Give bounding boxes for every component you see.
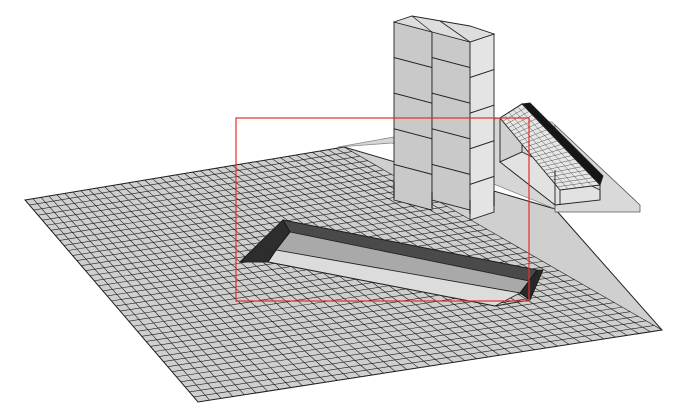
terrain-grid-line [327,149,639,334]
shed-roof-tile-line [554,177,593,184]
shed-roof-tile-line [546,166,583,174]
selection-box[interactable] [235,117,530,302]
shed-roof-tile-line [508,112,577,189]
shed-roof-tile-line [521,133,551,145]
terrain-grid-line [189,320,647,393]
shed-roof-tile-line [510,118,537,132]
frame-top-line [439,20,471,43]
shed-roof-tile-line [517,106,593,187]
terrain-grid-line [311,152,616,338]
terrain-grid-line [159,288,591,357]
terrain-grid-line [176,306,623,378]
shed-roof-tile-line [508,114,533,129]
pit-rim [239,219,538,307]
terrain-grid-lines [25,147,662,402]
shed-roof-tile-line [551,173,590,181]
shed-roof-tile-line [513,122,540,135]
shed-roof-tile-line [543,162,579,171]
terrain-grid-line [172,302,615,372]
terrain-grid-line [319,150,628,336]
shed-roof-tile-line [535,151,569,161]
frame-top-line [411,15,433,33]
terrain-grid-line [184,315,639,388]
terrain-grid-line [303,153,605,340]
terrain-grid-line [295,154,593,342]
shed-roof-tile-line [540,158,576,168]
terrain-grid-line [163,293,599,362]
shed-roof-tile-line [504,115,569,190]
frame-panel-right [469,175,495,221]
terrain-grid-line [167,297,607,367]
shed-roof-tile-line [502,107,526,122]
terrain-grid-line [335,148,651,333]
shed-roof-tile-line [557,181,597,187]
shed-roof-tile-line [516,125,544,138]
shed-roof-tile-line [518,129,547,142]
shed-roof-tile-line [527,140,558,151]
shed-roof-tile-line [532,147,565,158]
terrain-grid-line [180,311,631,383]
shed-roof-tile-line [538,155,572,165]
shed-roof-tile-line [513,109,585,188]
building-frame[interactable] [392,15,496,221]
terrain-grid-line [193,325,655,398]
shed-roof-tile-line [529,144,562,155]
pit-end-right [519,269,544,301]
